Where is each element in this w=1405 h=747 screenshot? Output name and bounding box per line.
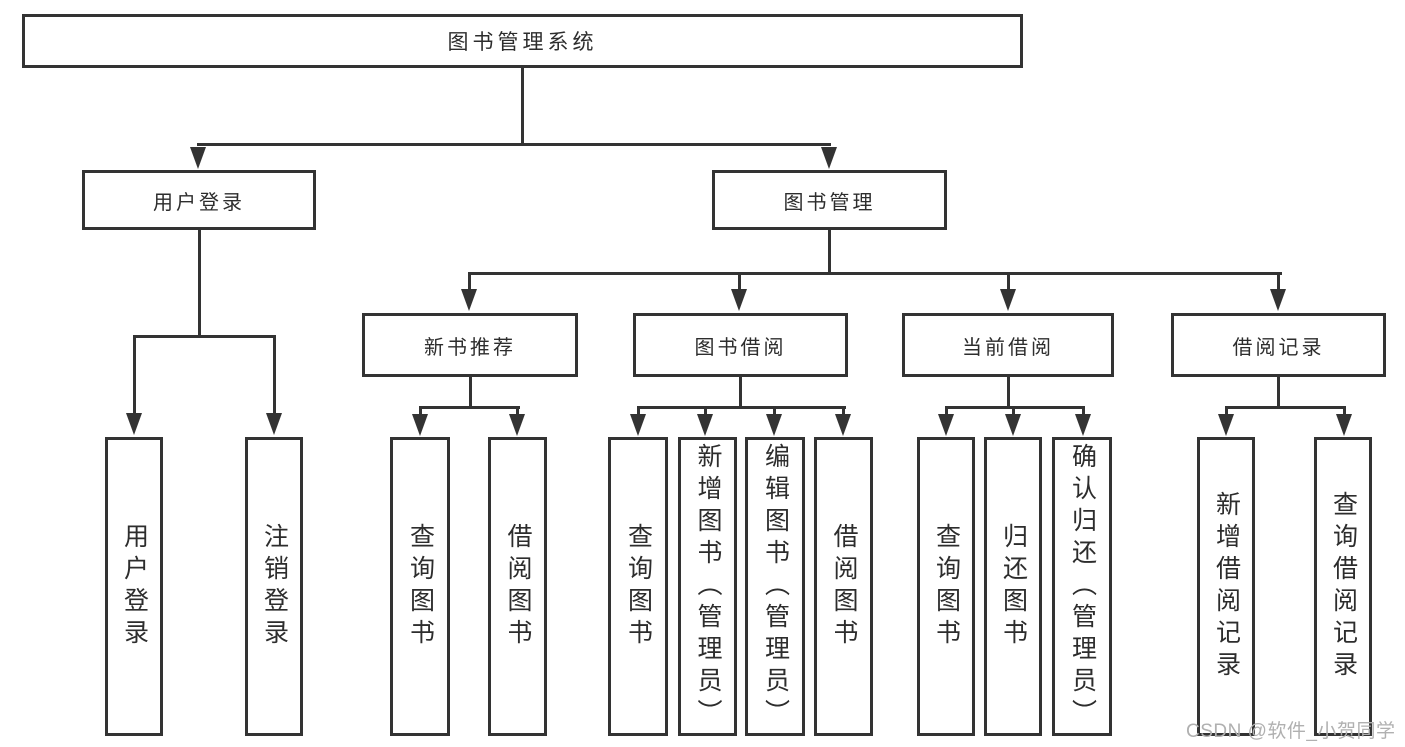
arrowhead-to-new-books (461, 289, 477, 311)
connector-book-mgmt-cross (468, 272, 1282, 275)
leaf-nb-borrow-books: 借阅图书 (488, 437, 547, 736)
arrowhead-to-current-borrow (1000, 289, 1016, 311)
leaf-bb-edit-books-label: 编辑图书（管理员） (761, 442, 790, 731)
node-book-mgmt-label: 图书管理 (783, 191, 876, 214)
leaf-bb-edit-books: 编辑图书（管理员） (745, 437, 805, 736)
connector-drop-logout-leaf (273, 335, 276, 414)
arrowhead-to-bb-add (697, 414, 713, 436)
leaf-bb-borrow-books: 借阅图书 (814, 437, 873, 736)
connector-drop-current-borrow (1007, 272, 1010, 290)
arrowhead-to-borrow-records (1270, 289, 1286, 311)
connector-drop-bb-borrow (842, 406, 845, 416)
connector-drop-nb-query (419, 406, 422, 416)
connector-drop-cb-query (945, 406, 948, 416)
connector-drop-cb-return (1012, 406, 1015, 416)
leaf-rec-query-record-label: 查询借阅记录 (1329, 490, 1358, 683)
node-borrow-records-label: 借阅记录 (1232, 336, 1325, 359)
leaf-nb-query-books: 查询图书 (390, 437, 450, 736)
arrowhead-to-bb-borrow (835, 414, 851, 436)
arrowhead-to-cb-query (938, 414, 954, 436)
connector-book-mgmt-stem (828, 230, 831, 274)
arrowhead-to-bb-query (630, 414, 646, 436)
leaf-nb-borrow-books-label: 借阅图书 (504, 522, 532, 651)
leaf-logout: 注销登录 (245, 437, 303, 736)
csdn-watermark: CSDN @软件_小贺同学 (1186, 721, 1396, 742)
arrowhead-to-rec-add (1218, 414, 1234, 436)
arrowhead-to-user-login (190, 147, 206, 169)
leaf-bb-borrow-books-label: 借阅图书 (830, 522, 858, 651)
leaf-rec-add-record-label: 新增借阅记录 (1212, 490, 1241, 683)
leaf-cb-confirm-return-label: 确认归还（管理员） (1068, 442, 1097, 731)
node-current-borrow-label: 当前借阅 (962, 336, 1054, 359)
connector-drop-user-login-leaf (133, 335, 136, 414)
node-user-login: 用户登录 (82, 170, 316, 230)
leaf-user-login-label: 用户登录 (120, 522, 149, 651)
connector-drop-rec-query (1343, 406, 1346, 416)
node-book-mgmt: 图书管理 (712, 170, 947, 230)
connector-current-borrow-cross (945, 406, 1085, 409)
connector-new-books-cross (419, 406, 520, 409)
connector-drop-borrow-records (1277, 272, 1280, 290)
arrowhead-to-book-borrow (731, 289, 747, 311)
connector-drop-nb-borrow (516, 406, 519, 416)
node-root: 图书管理系统 (22, 14, 1023, 68)
node-book-borrow-label: 图书借阅 (694, 336, 787, 359)
connector-drop-bb-query (637, 406, 640, 416)
connector-drop-book-borrow (738, 272, 741, 290)
arrowhead-to-nb-query (412, 414, 428, 436)
leaf-cb-return-books-label: 归还图书 (999, 522, 1028, 651)
connector-drop-new-books (468, 272, 471, 290)
arrowhead-to-user-login-leaf (126, 413, 142, 435)
leaf-nb-query-books-label: 查询图书 (406, 522, 435, 651)
leaf-rec-query-record: 查询借阅记录 (1314, 437, 1372, 736)
node-root-label: 图书管理系统 (447, 31, 598, 54)
arrowhead-to-logout-leaf (266, 413, 282, 435)
node-new-books-label: 新书推荐 (424, 336, 516, 359)
node-borrow-records: 借阅记录 (1171, 313, 1386, 377)
leaf-cb-confirm-return: 确认归还（管理员） (1052, 437, 1112, 736)
connector-drop-rec-add (1225, 406, 1228, 416)
leaf-cb-query-books-label: 查询图书 (932, 522, 961, 651)
leaf-bb-query-books: 查询图书 (608, 437, 668, 736)
connector-root-stem (521, 68, 524, 145)
connector-book-borrow-stem (739, 377, 742, 408)
leaf-bb-add-books: 新增图书（管理员） (678, 437, 737, 736)
connector-drop-bb-edit (773, 406, 776, 416)
connector-book-borrow-cross (637, 406, 846, 409)
node-user-login-label: 用户登录 (153, 191, 245, 214)
connector-user-login-cross (133, 335, 276, 338)
connector-borrow-records-stem (1277, 377, 1280, 408)
leaf-cb-return-books: 归还图书 (984, 437, 1042, 736)
arrowhead-to-cb-confirm (1075, 414, 1091, 436)
node-new-books: 新书推荐 (362, 313, 578, 377)
connector-root-cross (197, 143, 831, 146)
node-current-borrow: 当前借阅 (902, 313, 1114, 377)
leaf-rec-add-record: 新增借阅记录 (1197, 437, 1255, 736)
connector-drop-bb-add (704, 406, 707, 416)
leaf-bb-query-books-label: 查询图书 (624, 522, 653, 651)
connector-drop-cb-confirm (1082, 406, 1085, 416)
connector-borrow-records-cross (1225, 406, 1346, 409)
node-book-borrow: 图书借阅 (633, 313, 848, 377)
connector-new-books-stem (469, 377, 472, 408)
connector-user-login-stem (198, 230, 201, 337)
leaf-cb-query-books: 查询图书 (917, 437, 975, 736)
leaf-user-login: 用户登录 (105, 437, 163, 736)
arrowhead-to-cb-return (1005, 414, 1021, 436)
arrowhead-to-bb-edit (766, 414, 782, 436)
arrowhead-to-rec-query (1336, 414, 1352, 436)
leaf-bb-add-books-label: 新增图书（管理员） (694, 442, 722, 731)
arrowhead-to-nb-borrow (509, 414, 525, 436)
connector-current-borrow-stem (1007, 377, 1010, 408)
leaf-logout-label: 注销登录 (260, 522, 289, 651)
arrowhead-to-book-mgmt (821, 147, 837, 169)
